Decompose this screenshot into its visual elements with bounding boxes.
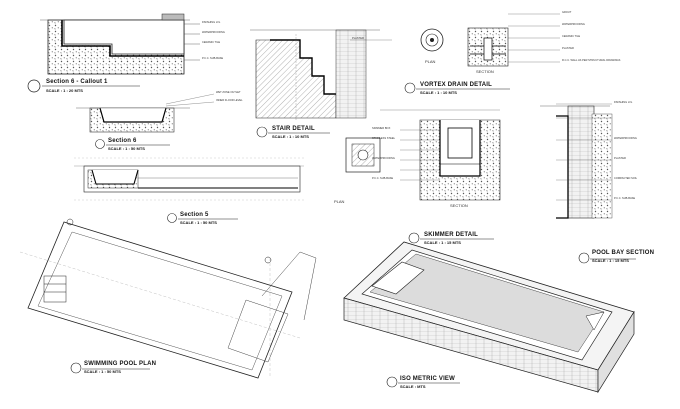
note-bay-soil: COMPACTED SOIL bbox=[614, 177, 638, 180]
note-bay-plaster: PLASTER bbox=[614, 157, 626, 160]
section6-title: Section 6 bbox=[108, 138, 137, 144]
note-skimmer-waterproof: WATERPROOFING bbox=[372, 157, 395, 160]
pool-plan-title: SWIMMING POOL PLAN bbox=[84, 361, 157, 367]
note-stair-plaster: PLASTER bbox=[352, 37, 364, 40]
note-wet-zone: WET ZONE OUTLET bbox=[216, 91, 241, 94]
note-skimmer-steel: STAINLESS STEEL bbox=[372, 137, 396, 140]
note-bay-waterproof: WATERPROOFING bbox=[614, 137, 637, 140]
vortex-plan-label: PLAN bbox=[425, 59, 436, 64]
stair-detail-drawing bbox=[250, 29, 392, 138]
section6-callout-title: Section 6 - Callout 1 bbox=[46, 79, 108, 85]
note-vortex-grout: GROUT bbox=[562, 11, 572, 14]
swimming-pool-plan-drawing bbox=[19, 218, 317, 379]
section5-scale: SCALE : 1 : 50 MTS bbox=[180, 220, 217, 225]
note-pcc: P.C.C. SUB-BASE bbox=[202, 57, 224, 60]
pool-bay-title: POOL BAY SECTION bbox=[592, 250, 655, 256]
vortex-drain-title: VORTEX DRAIN DETAIL bbox=[420, 82, 493, 88]
skimmer-detail-title: SKIMMER DETAIL bbox=[424, 232, 479, 238]
pool-bay-scale: SCALE : 1 : 15 MTS bbox=[592, 258, 629, 263]
note-vortex-tile: CERAMIC TILE bbox=[562, 35, 581, 38]
note-finishing-level: FINISHING LVL bbox=[202, 21, 221, 24]
skimmer-detail-scale: SCALE : 1 : 15 MTS bbox=[424, 240, 461, 245]
note-skimmer-pcc: P.C.C. SUB-BASE bbox=[372, 177, 394, 180]
note-vortex-plaster: PLASTER bbox=[562, 47, 574, 50]
note-ceramic-tile: CERAMIC TILE bbox=[202, 41, 221, 44]
section5-title: Section 5 bbox=[180, 212, 209, 218]
note-waterproofing: WATERPROOFING bbox=[202, 31, 225, 34]
section6-scale: SCALE : 1 : 50 MTS bbox=[108, 146, 145, 151]
note-vortex-rcc: R.C.C. WALL AS PER STRUCTURAL DRAWINGS bbox=[562, 59, 621, 62]
pool-plan-scale: SCALE : 1 : 50 MTS bbox=[84, 369, 121, 374]
stair-detail-scale: SCALE : 1 : 10 MTS bbox=[272, 134, 309, 139]
section6-drawing bbox=[76, 93, 215, 149]
skimmer-detail-drawing bbox=[345, 109, 501, 244]
isometric-view-drawing bbox=[343, 241, 635, 394]
section5-drawing bbox=[74, 157, 304, 223]
isometric-title: ISO METRIC VIEW bbox=[400, 376, 456, 382]
vortex-drain-drawing bbox=[404, 13, 560, 94]
isometric-scale: SCALE : MTS bbox=[400, 384, 426, 389]
pool-bay-drawing bbox=[540, 103, 636, 264]
vortex-section-label: SECTION bbox=[476, 69, 494, 74]
section6-callout-drawing bbox=[27, 13, 200, 93]
stair-detail-title: STAIR DETAIL bbox=[272, 126, 315, 132]
note-skimmer-box: SKIMMER BOX bbox=[372, 127, 391, 130]
section6-callout-scale: SCALE : 1 : 20 MTS bbox=[46, 88, 83, 93]
note-vortex-waterproof: WATERPROOFING bbox=[562, 23, 585, 26]
note-bay-pcc: P.C.C. SUB-BASE bbox=[614, 197, 636, 200]
vortex-drain-scale: SCALE : 1 : 10 MTS bbox=[420, 90, 457, 95]
skimmer-plan-label: PLAN bbox=[334, 199, 345, 204]
note-bay-fin: FINISHING LVL bbox=[614, 101, 633, 104]
note-inner-floor: INNER FLOOR LEVEL bbox=[216, 99, 243, 102]
skimmer-section-label: SECTION bbox=[450, 203, 468, 208]
